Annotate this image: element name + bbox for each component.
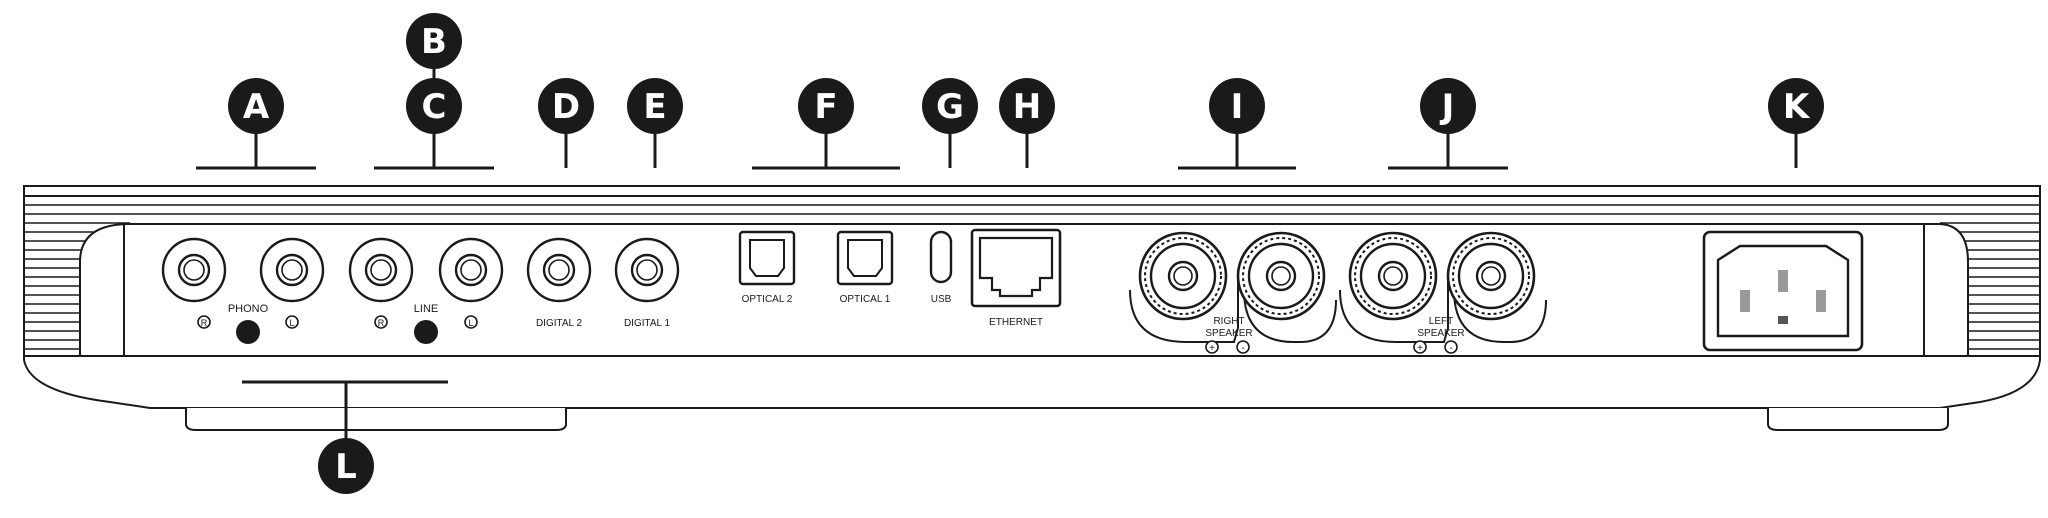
line-input[interactable]: R LINE L — [348, 237, 504, 344]
left-speaker-plus-marker: + — [1417, 343, 1423, 354]
callout-h: H — [999, 78, 1055, 134]
left-speaker-terminals[interactable]: LEFT SPEAKER + - — [1339, 231, 1547, 354]
optical-2-label: OPTICAL 2 — [742, 294, 793, 305]
callout-b: B — [406, 13, 462, 69]
usb-c-port-icon — [929, 230, 953, 284]
left-speaker-minus-post-icon[interactable] — [1446, 231, 1536, 321]
phono-left-jack-icon[interactable] — [259, 237, 325, 303]
callout-l: L — [318, 438, 374, 494]
callout-i: I — [1209, 78, 1265, 134]
left-speaker-label-line1: LEFT — [1429, 316, 1453, 327]
left-speaker-minus-marker: - — [1449, 343, 1452, 354]
right-speaker-plus-marker: + — [1209, 343, 1215, 354]
phono-ground-screw-icon[interactable] — [236, 320, 260, 344]
ethernet-label: ETHERNET — [989, 317, 1043, 328]
right-speaker-minus-post-icon[interactable] — [1236, 231, 1326, 321]
right-speaker-plus-post-icon[interactable] — [1138, 231, 1228, 321]
callout-j-letter: J — [1440, 87, 1455, 127]
callout-f: F — [798, 78, 854, 134]
right-speaker-terminals[interactable]: RIGHT SPEAKER + - — [1129, 231, 1337, 354]
chassis-top-lid — [23, 185, 2041, 197]
callout-d: D — [538, 78, 594, 134]
phono-label: PHONO — [228, 303, 269, 315]
callout-d-letter: D — [552, 87, 580, 127]
phono-right-jack-icon[interactable] — [161, 237, 227, 303]
right-foot — [1767, 408, 1949, 431]
digital-1-jack-icon[interactable] — [614, 237, 680, 303]
line-left-jack-icon[interactable] — [438, 237, 504, 303]
callout-l-letter: L — [335, 447, 357, 487]
callout-e-letter: E — [643, 87, 666, 127]
callout-j: J — [1420, 78, 1476, 134]
callout-leaders — [196, 60, 1798, 440]
left-speaker-plus-post-icon[interactable] — [1348, 231, 1438, 321]
digital-2-label: DIGITAL 2 — [536, 318, 583, 329]
line-label: LINE — [414, 303, 438, 315]
ethernet-port[interactable]: ETHERNET — [970, 228, 1062, 328]
callout-c-letter: C — [422, 87, 447, 127]
digital-2-jack-icon[interactable] — [526, 237, 592, 303]
callout-a-letter: A — [243, 87, 270, 127]
usb-label: USB — [931, 294, 952, 305]
line-right-marker: R — [378, 318, 385, 328]
callout-e: E — [627, 78, 683, 134]
chassis-base — [23, 355, 2041, 409]
optical-1-label: OPTICAL 1 — [840, 294, 891, 305]
callout-i-letter: I — [1231, 87, 1244, 127]
callout-badges: A B C D E F G H — [228, 13, 1824, 494]
line-right-jack-icon[interactable] — [348, 237, 414, 303]
right-speaker-label-line1: RIGHT — [1213, 316, 1244, 327]
line-ground-screw-icon[interactable] — [414, 320, 438, 344]
digital-1-label: DIGITAL 1 — [624, 318, 671, 329]
digital-2-input[interactable]: DIGITAL 2 — [526, 237, 592, 329]
callout-c: C — [406, 78, 462, 134]
optical-1-input[interactable]: OPTICAL 1 — [836, 230, 894, 305]
callout-g: G — [922, 78, 978, 134]
phono-right-marker: R — [201, 318, 208, 328]
callout-h-letter: H — [1013, 87, 1041, 127]
left-speaker-label-line2: SPEAKER — [1417, 328, 1464, 339]
digital-1-input[interactable]: DIGITAL 1 — [614, 237, 680, 329]
line-left-marker: L — [468, 318, 473, 328]
callout-b-letter: B — [421, 22, 447, 62]
callout-k-letter: K — [1783, 87, 1811, 127]
chassis-fins — [24, 204, 2040, 350]
callout-f-letter: F — [814, 87, 837, 127]
callout-g-letter: G — [936, 87, 964, 127]
callout-k: K — [1768, 78, 1824, 134]
power-inlet[interactable] — [1702, 230, 1864, 352]
callout-a: A — [228, 78, 284, 134]
usb-port[interactable]: USB — [929, 230, 953, 305]
phono-left-marker: L — [289, 318, 294, 328]
phono-input[interactable]: R PHONO L — [161, 237, 325, 344]
right-speaker-minus-marker: - — [1241, 343, 1244, 354]
right-speaker-label-line2: SPEAKER — [1205, 328, 1252, 339]
left-foot — [185, 408, 567, 431]
optical-2-input[interactable]: OPTICAL 2 — [738, 230, 796, 305]
